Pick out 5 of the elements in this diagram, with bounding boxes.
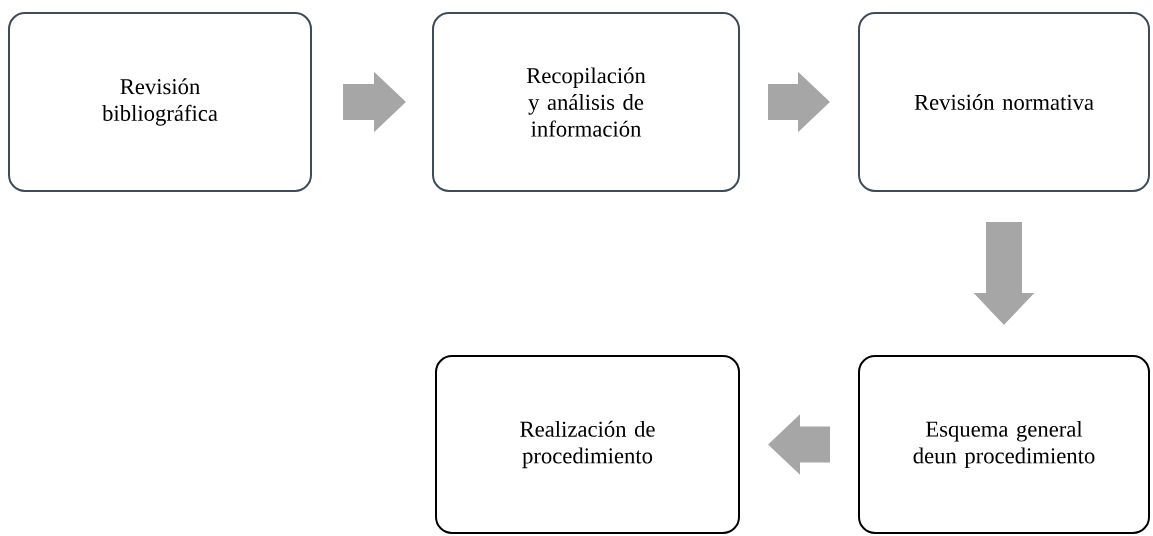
process-box: Esquema general deun procedimiento [858,355,1150,534]
process-box: Revisión normativa [858,12,1150,192]
process-box: Recopilación y análisis de información [432,12,740,192]
process-box: Revisión bibliográfica [8,12,312,192]
process-box: Realización de procedimiento [435,355,740,534]
